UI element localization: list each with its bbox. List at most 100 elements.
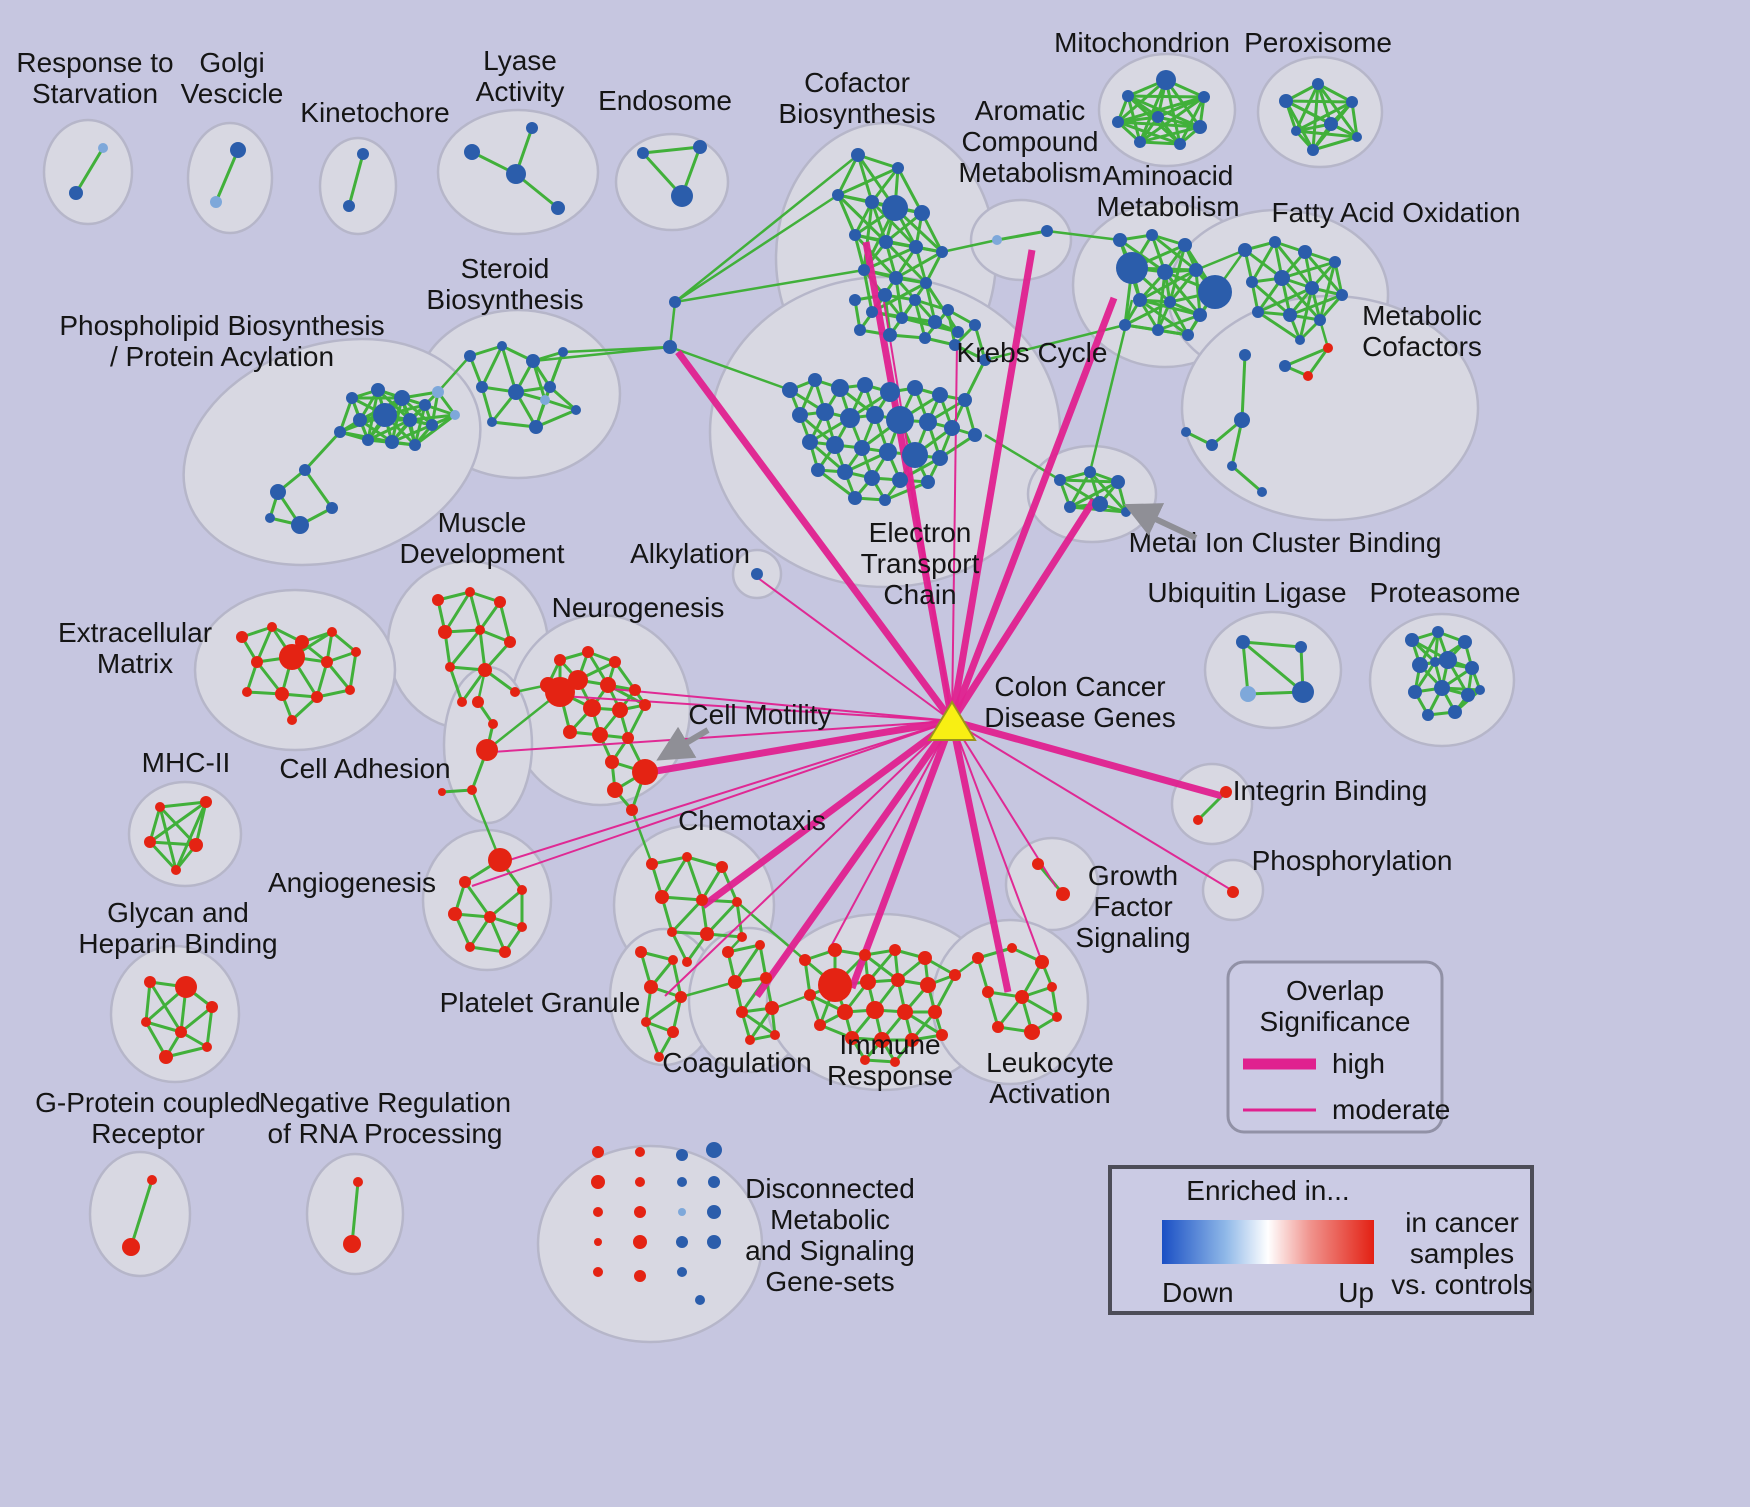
chemotaxis-edge <box>670 898 704 934</box>
overlap-edge-high <box>948 720 1012 993</box>
gene-set-node <box>1119 319 1131 331</box>
metal-ion-pointer-arrow <box>1123 503 1198 541</box>
gene-set-node <box>1024 1024 1040 1040</box>
overlap-edge-moderate <box>502 720 953 863</box>
overlap-edge-high <box>700 718 955 909</box>
gene-set-node <box>851 148 865 162</box>
gene-set-node <box>270 484 286 500</box>
gene-set-node <box>593 1207 603 1217</box>
aminoacid-metabolism-edge <box>1124 300 1171 327</box>
gene-set-node <box>141 1017 151 1027</box>
gene-set-node <box>958 393 972 407</box>
intercluster-edge <box>1195 248 1246 272</box>
legend-high-label: high <box>1332 1048 1385 1079</box>
fatty-acid-oxidation-edge <box>1257 310 1301 342</box>
gene-set-node <box>1336 289 1348 301</box>
gene-set-node <box>882 195 908 221</box>
peroxisome-edge <box>1294 83 1320 132</box>
cofactor-biosynthesis-edge <box>856 154 874 203</box>
gene-set-node <box>932 450 948 466</box>
aromatic-compound-metabolism-edge <box>996 229 1048 242</box>
gene-set-node <box>1121 507 1131 517</box>
gene-set-node <box>866 1001 884 1019</box>
mitochondrion-label: Mitochondrion <box>1054 27 1230 58</box>
gene-set-node <box>982 986 994 998</box>
gene-set-node <box>828 943 842 957</box>
gene-set-node <box>693 140 707 154</box>
gene-set-node <box>880 382 900 402</box>
immune-response-edge <box>933 974 957 1013</box>
glycan-heparin-binding-edge <box>165 1045 208 1059</box>
gene-set-node <box>1007 943 1017 953</box>
gene-set-node <box>831 379 849 397</box>
gene-set-node <box>936 246 948 258</box>
gene-set-node <box>909 240 923 254</box>
platelet-granule-edge <box>645 995 682 1024</box>
gene-set-node <box>1475 685 1485 695</box>
gene-set-node <box>583 699 601 717</box>
gene-set-node <box>1133 293 1147 307</box>
gene-set-node <box>1252 306 1264 318</box>
extracellular-matrix-edge <box>331 630 357 654</box>
gene-set-node <box>1157 264 1173 280</box>
gene-set-node <box>695 1295 705 1305</box>
gene-set-node <box>506 164 526 184</box>
intercluster-edge <box>1046 229 1121 242</box>
gene-set-node <box>353 413 367 427</box>
immune-response-edge <box>864 1058 896 1064</box>
gene-set-node <box>866 306 878 318</box>
peroxisome-edge <box>1317 82 1353 104</box>
gene-set-node <box>992 235 1002 245</box>
gene-set-node <box>210 196 222 208</box>
gene-set-node <box>321 656 333 668</box>
overlap-significance-legend-box <box>1226 960 1444 1134</box>
steroid-biosynthesis-edge <box>544 398 577 412</box>
gene-set-node <box>736 1006 748 1018</box>
mitochondrion-edge <box>1139 140 1181 146</box>
gene-set-node <box>236 631 248 643</box>
gene-set-node <box>1134 136 1146 148</box>
gene-set-node <box>155 802 165 812</box>
gene-set-node <box>639 699 651 711</box>
kinetochore-area <box>318 136 398 236</box>
coagulation-edge <box>741 1010 776 1037</box>
gene-set-node <box>637 147 649 159</box>
gene-set-node <box>1430 657 1440 667</box>
angiogenesis-edge <box>468 916 492 948</box>
gene-set-node <box>600 677 616 693</box>
cofactor-biosynthesis-edge <box>870 201 888 243</box>
gene-set-node <box>635 1177 645 1187</box>
gene-set-node <box>1174 138 1186 150</box>
gene-set-node <box>972 952 984 964</box>
gene-set-node <box>676 1236 688 1248</box>
gene-set-node <box>765 1001 779 1015</box>
overlap-edge-moderate <box>827 720 953 953</box>
peroxisome-edge <box>1295 129 1358 139</box>
cofactor-biosynthesis-edge <box>862 201 874 271</box>
mitochondrion-edge <box>1117 120 1201 129</box>
aminoacid-metabolism-edge <box>1157 313 1201 332</box>
aromatic-compound-metabolism-area <box>969 198 1073 282</box>
cell-adhesion-label: Cell Adhesion <box>279 753 450 784</box>
gene-set-node <box>860 1055 870 1065</box>
gene-set-node <box>517 922 527 932</box>
gene-set-node <box>1274 270 1290 286</box>
gene-set-node <box>1279 94 1293 108</box>
mitochondrion-edge <box>1117 95 1205 124</box>
overlap-edge-moderate <box>951 720 1043 963</box>
platelet-granule-edge <box>644 1021 661 1058</box>
proteasome-label: Proteasome <box>1370 577 1521 608</box>
gene-set-node <box>472 696 484 708</box>
enrichment-up-label: Up <box>1338 1277 1374 1308</box>
fatty-acid-oxidation-edge <box>1289 293 1343 317</box>
gene-set-node <box>889 271 903 285</box>
mitochondrion-edge <box>1157 95 1205 119</box>
kinetochore-label: Kinetochore <box>300 97 449 128</box>
gene-set-node <box>892 162 904 174</box>
gene-set-node <box>593 1267 603 1277</box>
